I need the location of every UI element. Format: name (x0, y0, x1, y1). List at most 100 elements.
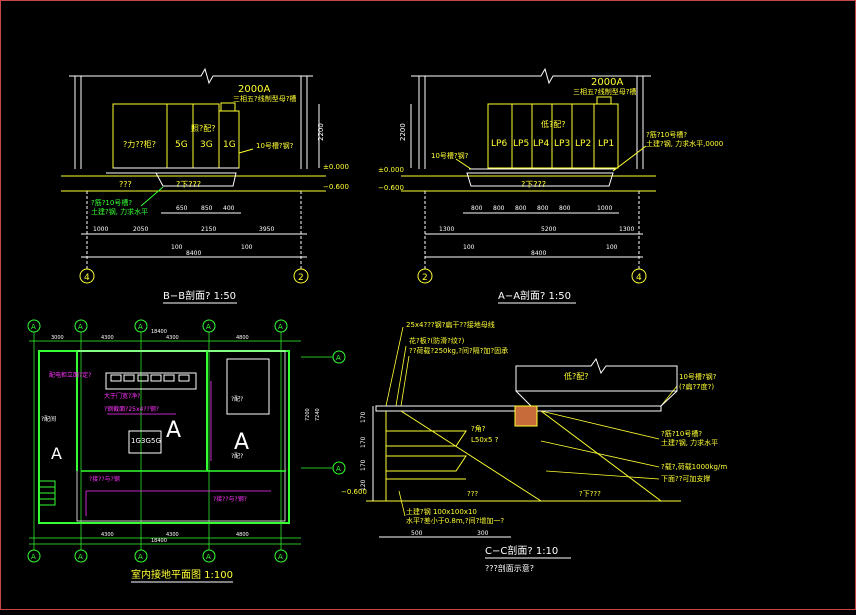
bb-dim-e: 2050 (133, 226, 148, 233)
bb-dim-i: 100 (241, 244, 253, 251)
plan-g3: 3G (141, 437, 151, 445)
plan-dim-b3: 4300 (166, 532, 179, 538)
plan-dim-3: 4300 (166, 335, 179, 341)
aa-note-l: 10号槽?钢? (431, 151, 469, 160)
bb-panel-3g: 3G (200, 140, 213, 150)
bb-dim-c: 400 (223, 205, 235, 212)
bb-panel-left: ?力??柜? (123, 139, 156, 149)
plan-mag-note-3: ?钢截面?25x4??钢? (104, 405, 159, 413)
cc-steel2: 水平?差小于0.8m,?间?增加一? (406, 516, 504, 525)
aa-note-r1: ?筋?10号槽? (646, 130, 687, 139)
cc-dim-v1: 170 (360, 411, 367, 423)
aa-dim-3: 800 (515, 205, 527, 212)
aa-axis-l: 2 (422, 273, 428, 283)
aa-panel-5: LP5 (513, 139, 529, 149)
aa-under: ?下??? (521, 180, 546, 189)
plan-dim-1: 3000 (51, 335, 64, 341)
bb-dim-d: 1000 (93, 226, 108, 233)
bb-axis-r: 2 (298, 273, 304, 283)
bb-elev-neg: −0.600 (323, 183, 349, 191)
bb-elev-0: ±0.000 (323, 163, 349, 171)
bb-axis-l: 4 (84, 273, 90, 283)
cc-load2: 下面??可加支撑 (661, 474, 710, 483)
plan-dim-b4: 4800 (236, 532, 249, 538)
aa-dim-1: 800 (471, 205, 483, 212)
aa-dim-2: 800 (493, 205, 505, 212)
cc-dim-v4: 120 (360, 479, 367, 491)
plan-section-a3: A (51, 444, 62, 463)
cc-note-3: ??荷载?250kg,?间?隔?加?固承 (409, 346, 508, 355)
bb-elev-top: 2200 (317, 123, 325, 141)
plan-g1: 1G (131, 437, 141, 445)
aa-lightbox: 低?配? (541, 119, 566, 129)
cc-note-2: 花?板?(防滑?纹?) (409, 336, 465, 345)
bb-weld-note1: ?筋?10号槽? (91, 198, 132, 207)
aa-panel-4: LP4 (533, 139, 549, 149)
plan-dim-btotal: 18400 (151, 538, 167, 544)
section-aa: 2000A 三相五?线制型母?槽 LP6 LP5 LP4 LP3 LP2 LP1… (378, 67, 723, 304)
cc-subtitle: ???剖面示意? (485, 563, 534, 573)
plan-axis-t1: A (31, 323, 36, 331)
bb-rating: 2000A (238, 84, 270, 95)
plan-mag-note-1: 配电柜立面?定? (49, 371, 91, 379)
plan-room-2b: ?配? (231, 453, 243, 460)
plan-g5: 5G (151, 437, 161, 445)
aa-panel-6: LP6 (491, 139, 507, 149)
aa-dim-5: 800 (559, 205, 571, 212)
cc-steel1: 土建?钢 100x100x10 (406, 507, 477, 516)
plan-axis-t3: A (138, 323, 143, 331)
bb-under-l: ??? (119, 180, 132, 189)
cc-title: C−C剖面? 1:10 (485, 544, 558, 557)
cc-dim-v2: 170 (360, 436, 367, 448)
aa-dim-total: 8400 (531, 250, 546, 257)
aa-note-r2: 土建?钢, 力求水平,0000 (646, 139, 723, 148)
plan-dim-total: 18400 (151, 329, 167, 335)
plan-mag-note-4: ?接??与?钢 (89, 475, 120, 483)
plan-dim-b2: 4300 (101, 532, 114, 538)
bb-dim-b: 850 (201, 205, 213, 212)
bb-panel-5g: 5G (175, 140, 188, 150)
aa-rating: 2000A (591, 77, 623, 88)
cc-dim-v3: 170 (360, 459, 367, 471)
section-cc: 25x4???钢?扁干??接地母线 花?板?(防滑?纹?) ??荷载?250kg… (341, 320, 727, 573)
plan-dim-4: 4800 (236, 335, 249, 341)
aa-dim-m2: 5200 (541, 226, 556, 233)
plan-axis-b5: A (278, 553, 283, 561)
bb-weld-note2: 土建?钢, 力求水平 (91, 207, 148, 216)
aa-dim-s2: 100 (606, 244, 618, 251)
aa-panel-2: LP2 (575, 139, 591, 149)
bb-under-r: ?下??? (176, 180, 201, 189)
aa-dim-s1: 100 (463, 244, 475, 251)
bb-panel-1g: 1G (223, 140, 236, 150)
cc-load: ?载?,荷载1000kg/m (661, 462, 727, 471)
cc-note-10b: (?扁?7度?) (679, 382, 714, 391)
cc-under2: ?下??? (579, 490, 601, 498)
bb-tail-note: 10号槽?钢? (256, 141, 294, 150)
plan-dim-2: 4300 (101, 335, 114, 341)
section-bb: 2000A 三相五?线制型母?槽 ?力??柜? 5G 3G 1G 照?配? 10… (61, 67, 349, 304)
plan-axis-b4: A (206, 553, 211, 561)
bb-dim-f: 2150 (201, 226, 216, 233)
plan-axis-b2: A (78, 553, 83, 561)
bb-dim-g: 3950 (259, 226, 274, 233)
plan-axis-t2: A (78, 323, 83, 331)
cc-angle: ?角? (471, 424, 486, 433)
plan-side-1: 7200 (305, 408, 311, 421)
plan-title: 室内接地平面图 1:100 (131, 568, 233, 581)
cc-weld: ?筋?10号槽? (661, 429, 702, 438)
aa-title: A−A剖面? 1:50 (498, 289, 571, 302)
plan-room-1: ?配间 (41, 415, 56, 423)
aa-dim-m3: 1300 (619, 226, 634, 233)
aa-trans-note: 三相五?线制型母?槽 (573, 87, 636, 96)
plan-mag-note-2: 大于门宽?净? (104, 392, 140, 400)
cc-dim-h2: 300 (477, 530, 489, 537)
plan-view: A A A A A A A A A A A A 3000 4300 4300 4… (27, 319, 346, 583)
cc-weld2: 土建?钢, 力求水平 (661, 438, 718, 447)
cc-under: ??? (467, 490, 478, 498)
cc-elev-neg: −0.600 (341, 488, 367, 496)
plan-section-a2: A (234, 430, 249, 455)
plan-axis-r2: A (336, 465, 341, 473)
aa-axis-r: 4 (636, 273, 642, 283)
